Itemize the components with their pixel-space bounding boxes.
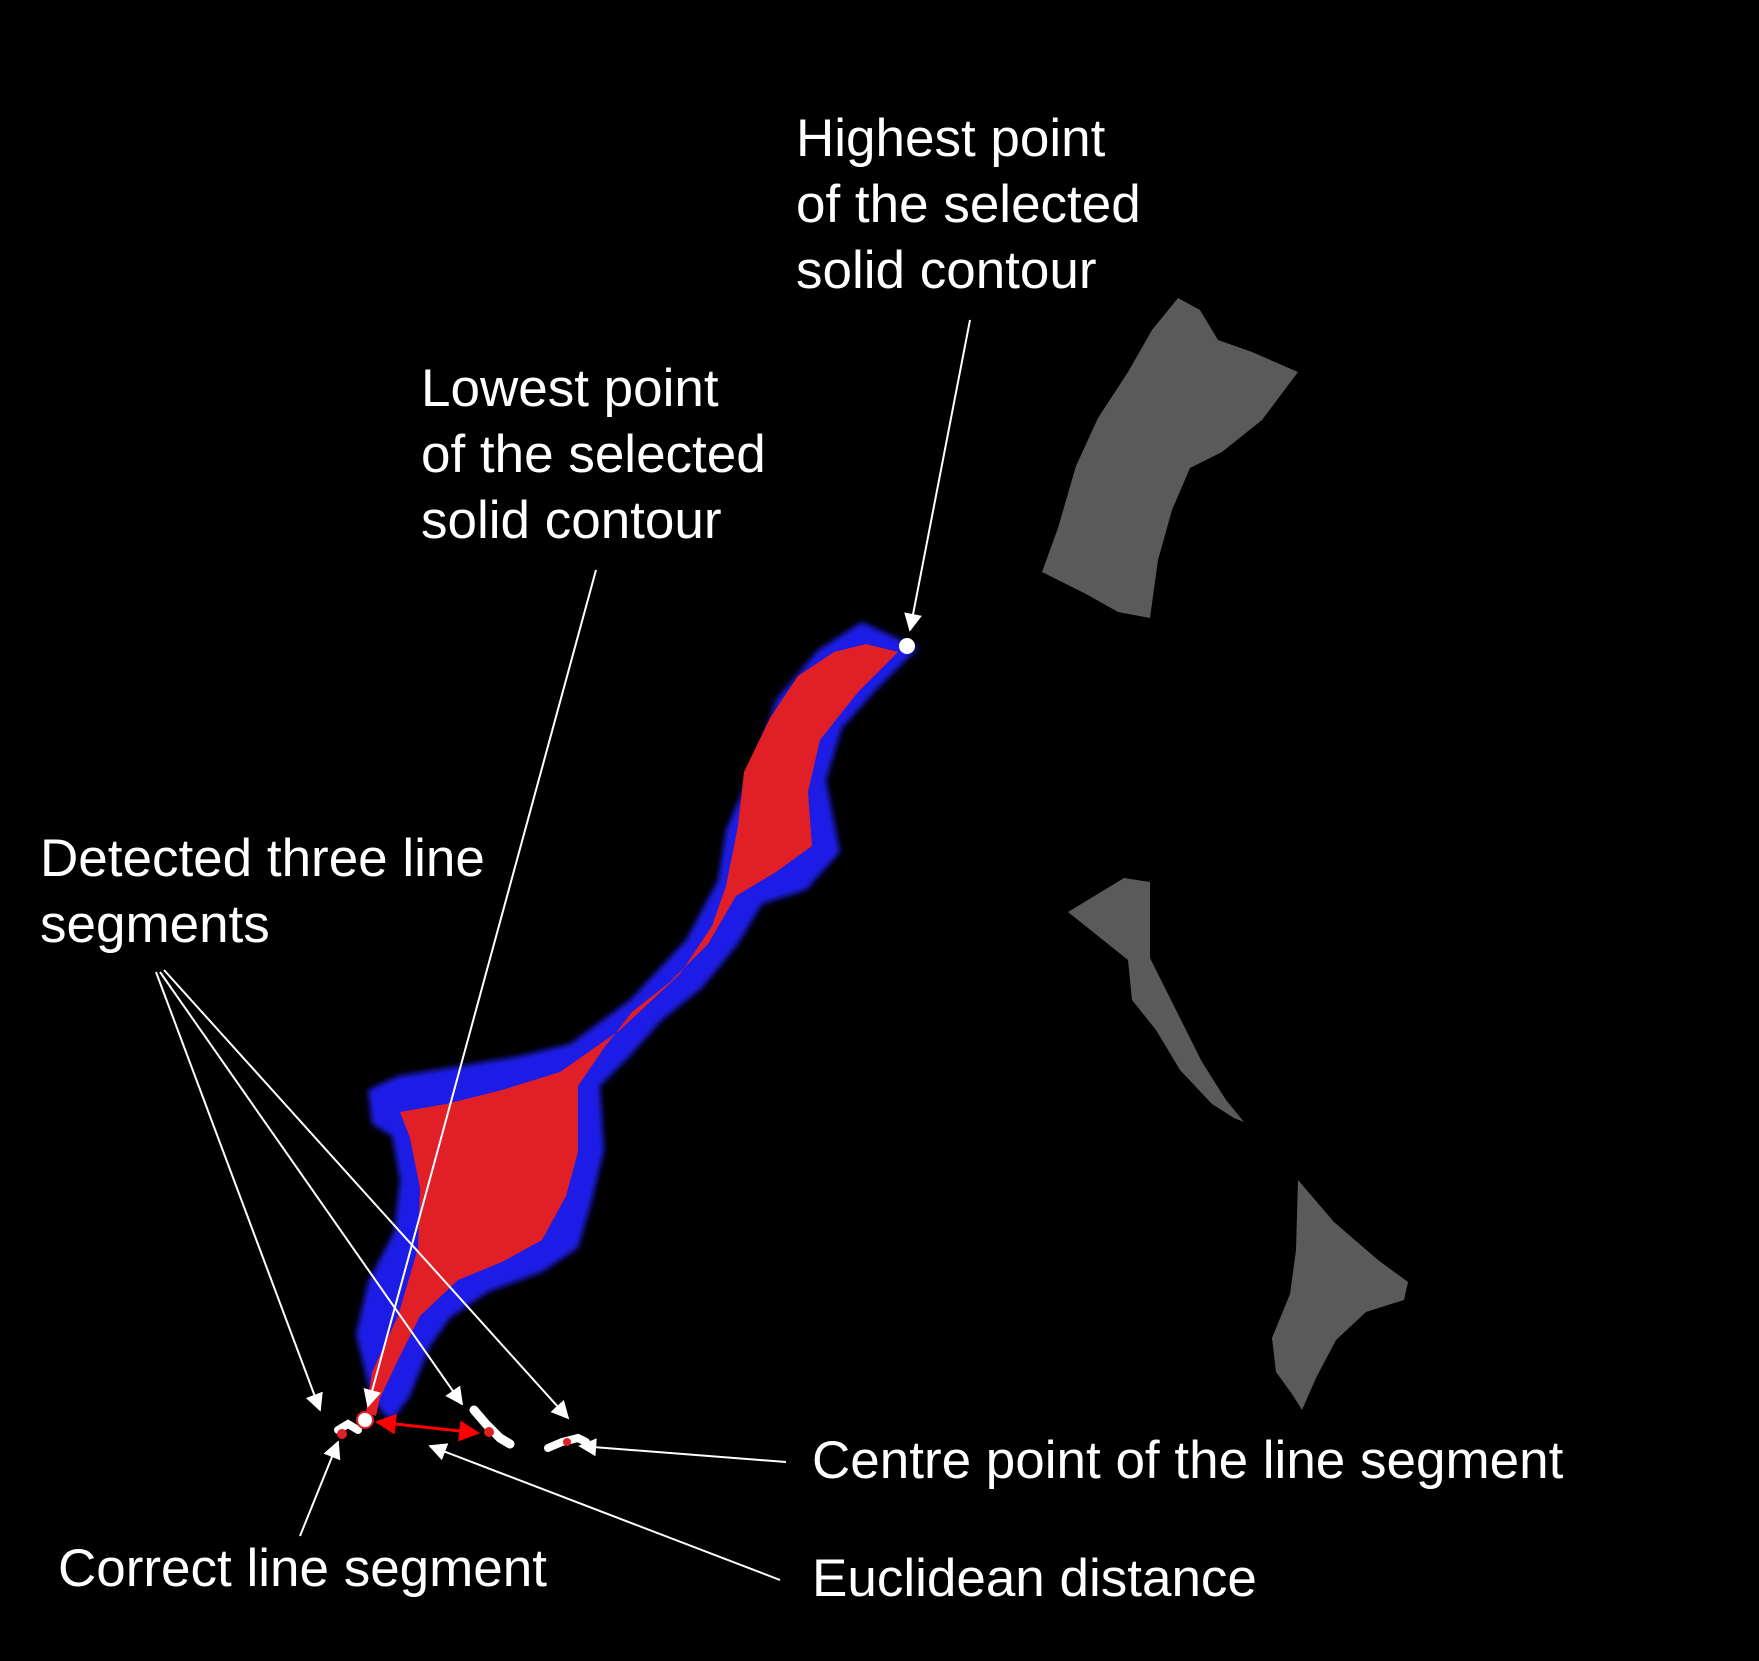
highest-point-label-line: solid contour <box>796 241 1097 300</box>
euclidean-distance-arrow <box>374 1413 481 1442</box>
segment-centre-right <box>563 1438 571 1446</box>
highest-point-marker <box>899 638 915 654</box>
detected-segments-label: Detected three line segments <box>40 826 485 958</box>
centre-point-arrow <box>578 1438 787 1463</box>
grey-contour-bottom <box>1272 1180 1408 1410</box>
segment-centre-left <box>337 1429 347 1439</box>
detected-segment-arrow-left <box>155 971 323 1412</box>
highest-point-label: Highest point of the selected solid cont… <box>796 106 1141 304</box>
lowest-point-arrow <box>363 569 597 1408</box>
lowest-point-label-line: Lowest point <box>421 359 719 418</box>
correct-segment-label: Correct line segment <box>58 1536 547 1602</box>
correct-segment-label-text: Correct line segment <box>58 1539 547 1598</box>
grey-contour-middle <box>1068 878 1244 1122</box>
centre-point-label: Centre point of the line segment <box>812 1428 1563 1494</box>
highest-point-label-line: Highest point <box>796 109 1106 168</box>
euclidean-distance-leader <box>428 1443 781 1581</box>
detected-segment-middle <box>469 1405 515 1449</box>
grey-contour-top <box>1042 298 1298 618</box>
lowest-point-marker <box>356 1411 374 1429</box>
highest-point-label-line: of the selected <box>796 175 1141 234</box>
detected-segment-arrow-middle <box>159 971 464 1406</box>
lowest-point-label: Lowest point of the selected solid conto… <box>421 356 766 554</box>
highest-point-arrow <box>904 319 971 632</box>
detected-segment-left <box>334 1419 362 1434</box>
annotation-arrows <box>155 319 971 1581</box>
selected-contour-outline <box>356 622 918 1418</box>
lowest-point-label-line: of the selected <box>421 425 766 484</box>
correct-segment-arrow <box>299 1440 341 1537</box>
lowest-point-label-line: solid contour <box>421 491 722 550</box>
segment-centre-middle <box>484 1427 494 1437</box>
centre-point-label-text: Centre point of the line segment <box>812 1431 1564 1490</box>
detected-segment-arrow-right <box>163 969 570 1420</box>
detected-segments-label-line: segments <box>40 895 270 954</box>
euclidean-distance-label: Euclidean distance <box>812 1546 1257 1612</box>
euclidean-distance-label-text: Euclidean distance <box>812 1549 1257 1608</box>
selected-contour <box>366 644 898 1416</box>
detected-segments-label-line: Detected three line <box>40 829 485 888</box>
